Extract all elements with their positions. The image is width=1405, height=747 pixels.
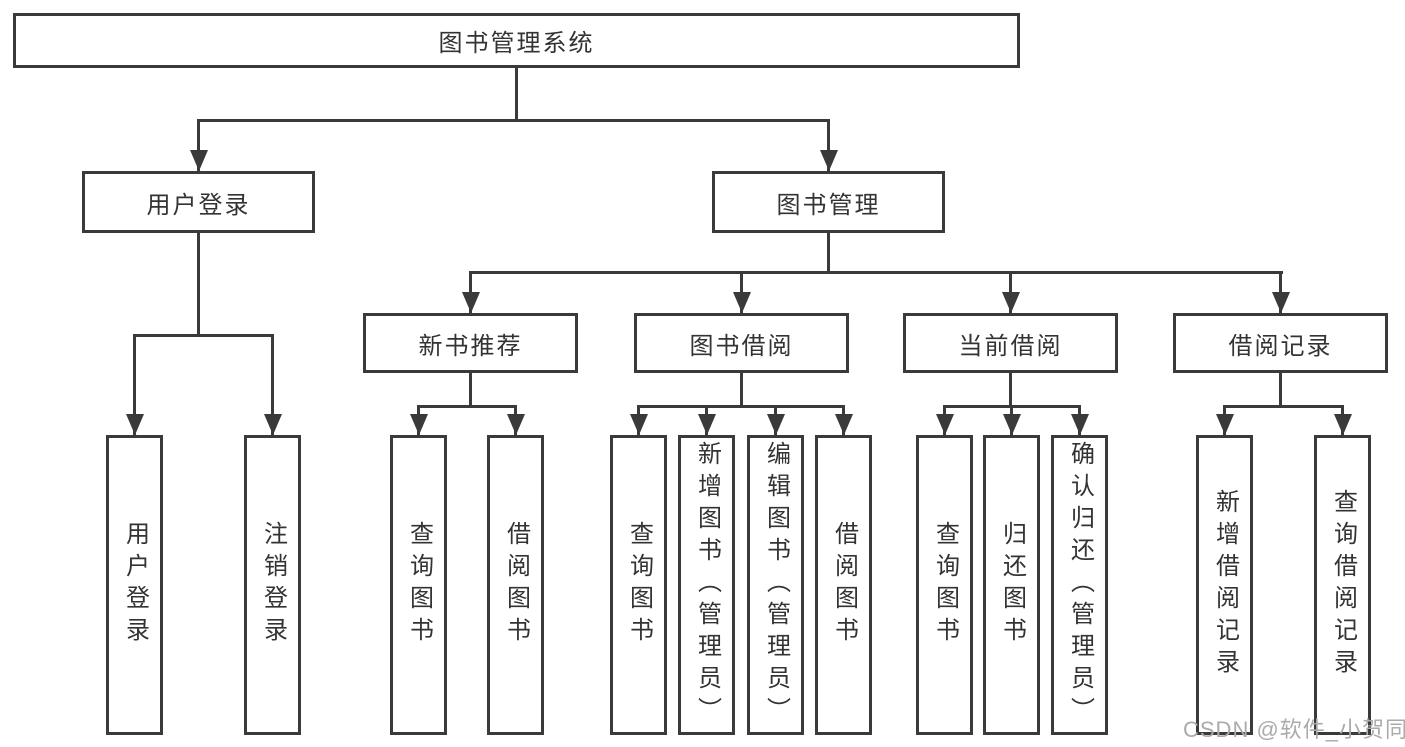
- arrowhead-icon: [462, 292, 480, 313]
- node-root: 图书管理系统: [13, 13, 1020, 68]
- node-book-borrowing: 图书借阅: [634, 313, 849, 373]
- connector-line: [637, 405, 845, 408]
- arrowhead-icon: [507, 414, 525, 435]
- node-borrowing-records-label: 借阅记录: [1228, 332, 1333, 360]
- node-new-book-recommendation: 新书推荐: [363, 313, 578, 373]
- leaf-label: 查询图书: [625, 521, 653, 649]
- leaf-node-user-login: 用户登录: [106, 435, 163, 735]
- arrowhead-icon: [698, 414, 716, 435]
- connector-line: [1223, 405, 1344, 408]
- leaf-label: 用户登录: [121, 521, 149, 649]
- leaf-label: 注销登录: [259, 521, 287, 649]
- arrowhead-icon: [190, 150, 208, 171]
- leaf-node-borrow-books-2: 借阅图书: [815, 435, 872, 735]
- connector-line: [469, 371, 472, 407]
- connector-line: [740, 371, 743, 407]
- leaf-label: 借阅图书: [830, 521, 858, 649]
- arrowhead-icon: [767, 414, 785, 435]
- connector-line: [1009, 371, 1012, 407]
- leaf-label: 查询借阅记录: [1329, 489, 1357, 681]
- node-root-label: 图书管理系统: [438, 30, 595, 57]
- node-current-borrowing-label: 当前借阅: [958, 332, 1063, 360]
- node-user-login-label: 用户登录: [146, 191, 251, 219]
- node-current-borrowing: 当前借阅: [903, 313, 1118, 373]
- connector-line: [133, 334, 136, 435]
- leaf-node-add-books-admin: 新增图书（管理员）: [678, 435, 735, 735]
- arrowhead-icon: [126, 414, 144, 435]
- connector-line: [417, 405, 517, 408]
- leaf-label: 确认归还（管理员）: [1066, 441, 1094, 729]
- arrowhead-icon: [1002, 292, 1020, 313]
- watermark: CSDN @软件_小贺同学: [1183, 717, 1405, 742]
- leaf-label: 编辑图书（管理员）: [762, 441, 790, 729]
- leaf-label: 查询图书: [931, 521, 959, 649]
- arrowhead-icon: [1216, 414, 1234, 435]
- arrowhead-icon: [1272, 292, 1290, 313]
- connector-line: [197, 119, 830, 122]
- leaf-label: 新增借阅记录: [1211, 489, 1239, 681]
- node-book-management-label: 图书管理: [776, 191, 881, 219]
- connector-line: [1279, 371, 1282, 407]
- connector-line: [271, 334, 274, 435]
- connector-line: [515, 68, 518, 121]
- connector-line: [827, 119, 830, 172]
- leaf-node-query-books-1: 查询图书: [390, 435, 447, 735]
- arrowhead-icon: [264, 414, 282, 435]
- leaf-node-edit-books-admin: 编辑图书（管理员）: [747, 435, 804, 735]
- connector-line: [469, 271, 1283, 274]
- arrowhead-icon: [835, 414, 853, 435]
- connector-line: [827, 231, 830, 273]
- node-book-management: 图书管理: [712, 171, 945, 233]
- connector-line: [133, 334, 274, 337]
- arrowhead-icon: [410, 414, 428, 435]
- arrowhead-icon: [1071, 414, 1089, 435]
- leaf-node-confirm-return-admin: 确认归还（管理员）: [1051, 435, 1108, 735]
- node-book-borrowing-label: 图书借阅: [689, 332, 794, 360]
- leaf-node-logout: 注销登录: [244, 435, 301, 735]
- leaf-node-return-books: 归还图书: [983, 435, 1040, 735]
- leaf-label: 归还图书: [998, 521, 1026, 649]
- leaf-label: 新增图书（管理员）: [693, 441, 721, 729]
- leaf-label: 借阅图书: [502, 521, 530, 649]
- leaf-node-query-borrow-record: 查询借阅记录: [1314, 435, 1371, 735]
- node-user-login: 用户登录: [82, 171, 315, 233]
- arrowhead-icon: [1334, 414, 1352, 435]
- arrowhead-icon: [630, 414, 648, 435]
- node-new-book-recommendation-label: 新书推荐: [418, 332, 523, 360]
- connector-line: [197, 119, 200, 172]
- arrowhead-icon: [1003, 414, 1021, 435]
- leaf-node-borrow-books-1: 借阅图书: [487, 435, 544, 735]
- connector-line: [197, 231, 200, 336]
- arrowhead-icon: [820, 150, 838, 171]
- leaf-node-query-books-3: 查询图书: [916, 435, 973, 735]
- leaf-node-query-books-2: 查询图书: [610, 435, 667, 735]
- leaf-label: 查询图书: [405, 521, 433, 649]
- arrowhead-icon: [733, 292, 751, 313]
- arrowhead-icon: [936, 414, 954, 435]
- leaf-node-add-borrow-record: 新增借阅记录: [1196, 435, 1253, 735]
- node-borrowing-records: 借阅记录: [1173, 313, 1388, 373]
